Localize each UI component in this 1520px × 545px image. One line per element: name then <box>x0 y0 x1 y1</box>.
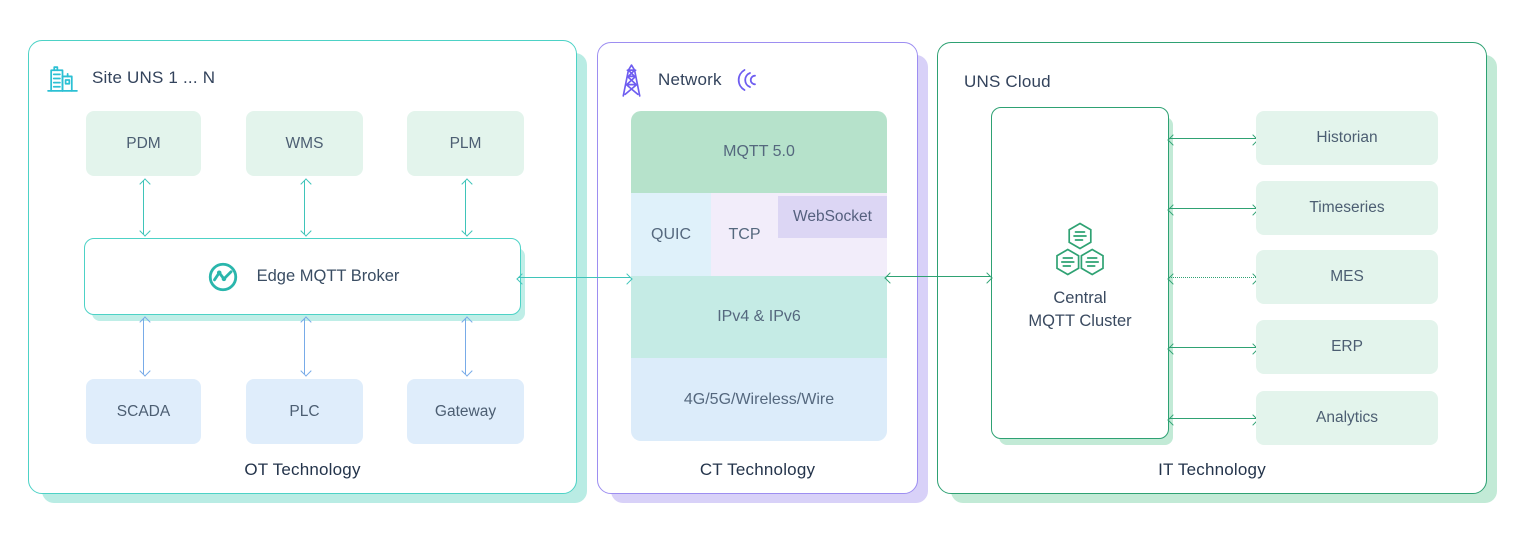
node-mes: MES <box>1256 250 1438 304</box>
protocol-stack: MQTT 5.0 QUIC TCP WebSocket IPv4 & IPv6 … <box>631 111 887 441</box>
arrow-broker-gateway <box>465 318 466 374</box>
edge-mqtt-broker-label: Edge MQTT Broker <box>256 267 400 285</box>
node-mes-label: MES <box>1330 268 1364 285</box>
node-timeseries: Timeseries <box>1256 181 1438 235</box>
node-erp: ERP <box>1256 320 1438 374</box>
layer-mqtt-label: MQTT 5.0 <box>723 143 795 160</box>
arrow-cluster-historian <box>1169 138 1256 139</box>
arrow-cluster-analytics <box>1169 418 1256 419</box>
layer-ip-label: IPv4 & IPv6 <box>717 308 801 325</box>
ot-panel-header: Site UNS 1 ... N <box>46 59 215 97</box>
layer-tcp: TCP WebSocket <box>711 193 887 276</box>
node-plm-label: PLM <box>449 134 482 152</box>
ct-panel: Network MQTT 5.0 QUIC TCP WebSocket <box>597 42 918 494</box>
it-panel-footer: IT Technology <box>1158 460 1266 479</box>
node-wms-label: WMS <box>285 134 324 152</box>
node-scada: SCADA <box>86 379 201 444</box>
ot-panel-title: Site UNS 1 ... N <box>92 68 216 87</box>
arrow-pdm-broker <box>143 180 144 234</box>
node-pdm: PDM <box>86 111 201 176</box>
central-mqtt-cluster-label: Central MQTT Cluster <box>1028 287 1131 333</box>
node-plc-label: PLC <box>289 402 320 420</box>
node-erp-label: ERP <box>1331 338 1363 355</box>
node-historian: Historian <box>1256 111 1438 165</box>
ct-panel-header: Network <box>618 61 760 99</box>
node-analytics: Analytics <box>1256 391 1438 445</box>
node-pdm-label: PDM <box>126 134 161 152</box>
central-mqtt-cluster-node: Central MQTT Cluster <box>991 107 1169 439</box>
it-panel-header: UNS Cloud <box>964 63 1051 101</box>
cluster-label-line1: Central <box>1053 289 1107 307</box>
it-panel: UNS Cloud Central MQTT Cluster <box>937 42 1487 494</box>
node-analytics-label: Analytics <box>1315 409 1379 426</box>
node-gateway-label: Gateway <box>434 402 497 420</box>
layer-websocket: WebSocket <box>778 196 887 238</box>
arrow-wms-broker <box>304 180 305 234</box>
ot-panel: Site UNS 1 ... N PDM WMS PLM Edge MQTT B… <box>28 40 577 494</box>
buildings-icon <box>47 65 78 92</box>
node-plc: PLC <box>246 379 363 444</box>
connector-broker-network <box>518 277 630 278</box>
ct-panel-title: Network <box>658 70 722 89</box>
layer-physical: 4G/5G/Wireless/Wire <box>631 358 887 441</box>
node-historian-label: Historian <box>1316 129 1378 146</box>
it-panel-title: UNS Cloud <box>964 72 1051 91</box>
arrow-plm-broker <box>465 180 466 234</box>
node-scada-label: SCADA <box>116 402 171 420</box>
hexagon-cluster-icon <box>1056 222 1104 276</box>
arrow-cluster-erp <box>1169 347 1256 348</box>
transmission-tower-icon <box>622 63 641 97</box>
cluster-label-line2: MQTT Cluster <box>1028 312 1132 330</box>
layer-websocket-label: WebSocket <box>793 208 872 225</box>
edge-mqtt-broker-node: Edge MQTT Broker <box>84 238 521 315</box>
node-timeseries-label: Timeseries <box>1309 199 1385 216</box>
nanomq-logo-icon <box>208 262 237 291</box>
ct-panel-footer: CT Technology <box>699 460 816 479</box>
arrow-cluster-mes <box>1169 277 1256 278</box>
node-gateway: Gateway <box>407 379 524 444</box>
node-wms: WMS <box>246 111 363 176</box>
layer-quic: QUIC <box>631 193 711 276</box>
arrow-cluster-timeseries <box>1169 208 1256 209</box>
layer-tcp-label: TCP <box>728 225 761 243</box>
arrow-broker-scada <box>143 318 144 374</box>
ot-panel-footer: OT Technology <box>244 460 361 479</box>
node-plm: PLM <box>407 111 524 176</box>
layer-ip: IPv4 & IPv6 <box>631 276 887 358</box>
layer-physical-label: 4G/5G/Wireless/Wire <box>683 390 835 408</box>
connector-network-cluster <box>886 276 990 277</box>
radio-waves-icon <box>737 69 756 91</box>
layer-quic-label: QUIC <box>651 225 691 243</box>
layer-mqtt: MQTT 5.0 <box>631 111 887 193</box>
layer-transport-row: QUIC TCP WebSocket <box>631 193 887 276</box>
arrow-broker-plc <box>304 318 305 374</box>
